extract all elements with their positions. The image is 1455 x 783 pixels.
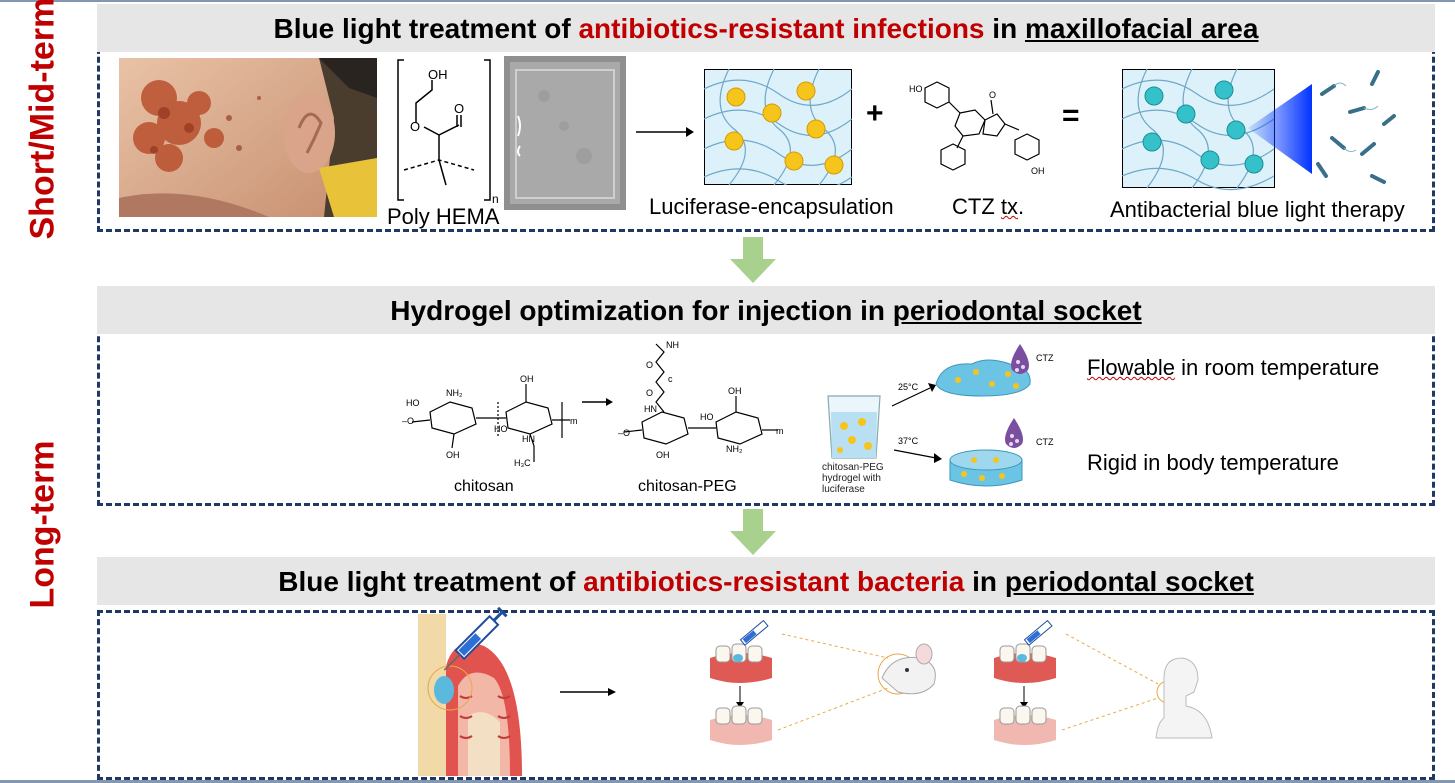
ctz-treatment-label: CTZ tx. — [952, 194, 1025, 219]
svg-text:c: c — [668, 374, 673, 384]
periodontal-injection-icon — [418, 606, 522, 776]
patient-face-photo — [119, 58, 377, 217]
panel1-title: Blue light treatment of antibiotics-resi… — [97, 4, 1435, 52]
human-model-icon — [994, 619, 1213, 745]
panel3-title: Blue light treatment of antibiotics-resi… — [97, 557, 1435, 605]
svg-text:–O: –O — [402, 416, 414, 426]
svg-text:HO: HO — [406, 398, 420, 408]
svg-text:OH: OH — [656, 450, 670, 460]
ctz-tag-2: CTZ — [1036, 437, 1054, 447]
svg-text:H₃C: H₃C — [514, 458, 531, 468]
chitosan-label: chitosan — [454, 478, 514, 495]
hydrogel-photo — [504, 56, 626, 210]
flowable-state-label: Flowable in room temperature — [1087, 355, 1380, 380]
arrow-25c-icon — [891, 383, 936, 407]
arrow-37c-icon — [893, 449, 942, 463]
plus-sign: + — [866, 97, 884, 130]
svg-text:O: O — [454, 101, 464, 116]
arrow-to-model-icon — [560, 688, 616, 696]
poly-hema-label: Poly HEMA — [387, 204, 500, 229]
svg-text:m: m — [570, 416, 578, 426]
bottom-rule — [0, 780, 1455, 783]
arrow-to-encapsulation-icon — [636, 127, 694, 137]
svg-text:NH₂: NH₂ — [726, 444, 743, 454]
chitosan-peg-structure: NH Oc O HN OH –O HO OH NH₂ m — [618, 340, 784, 460]
svg-text:HO: HO — [700, 412, 714, 422]
rigid-state-label: Rigid in body temperature — [1087, 450, 1339, 475]
flowable-gel-icon — [935, 344, 1031, 397]
temp-37c: 37°C — [898, 436, 919, 446]
rigid-gel-icon — [949, 418, 1023, 487]
chitosan-structure: HO NH₂ OH OH HO HN H₃C –O m — [402, 374, 578, 468]
beaker-icon — [827, 395, 881, 459]
poly-hema-structure: OH O O n — [397, 59, 499, 205]
rodent-model-icon — [710, 619, 936, 745]
arrow-to-peg-icon — [582, 398, 613, 406]
luciferase-encapsulation-label: Luciferase-encapsulation — [649, 194, 894, 219]
svg-text:O: O — [646, 388, 653, 398]
svg-text:HN: HN — [522, 434, 535, 444]
phase-label-short-mid-term: Short/Mid-term — [23, 0, 62, 240]
svg-text:–O: –O — [618, 428, 630, 438]
svg-text:OH: OH — [428, 67, 448, 82]
svg-text:m: m — [776, 426, 784, 436]
svg-text:OH: OH — [520, 374, 534, 384]
green-down-arrow-icon — [730, 509, 776, 555]
svg-text:NH₂: NH₂ — [446, 388, 463, 398]
ctz-tag-1: CTZ — [1036, 353, 1054, 363]
chitosan-peg-label: chitosan-PEG — [638, 478, 737, 495]
antibacterial-therapy-label: Antibacterial blue light therapy — [1110, 197, 1405, 222]
beaker-label: chitosan-PEG hydrogel with luciferase — [822, 462, 884, 495]
phase-label-long-term: Long-term — [23, 440, 62, 609]
svg-text:NH: NH — [666, 340, 679, 350]
svg-text:HO: HO — [909, 84, 923, 94]
svg-text:OH: OH — [446, 450, 460, 460]
blue-light-therapy-icon — [1122, 68, 1396, 191]
luciferase-mesh-icon — [704, 69, 852, 185]
ctz-molecule: HO O OH — [909, 81, 1045, 176]
svg-text:OH: OH — [728, 386, 742, 396]
panel-periodontal — [97, 610, 1435, 780]
svg-text:HO: HO — [494, 424, 508, 434]
svg-text:O: O — [410, 119, 420, 134]
svg-text:O: O — [989, 90, 996, 100]
equals-sign: = — [1062, 99, 1080, 132]
temp-25c: 25°C — [898, 382, 919, 392]
svg-text:OH: OH — [1031, 166, 1045, 176]
panel2-title: Hydrogel optimization for injection in p… — [97, 286, 1435, 334]
svg-text:HN: HN — [644, 404, 657, 414]
top-rule — [0, 0, 1455, 2]
svg-text:n: n — [492, 192, 499, 205]
svg-text:O: O — [646, 360, 653, 370]
green-down-arrow-icon — [730, 237, 776, 283]
